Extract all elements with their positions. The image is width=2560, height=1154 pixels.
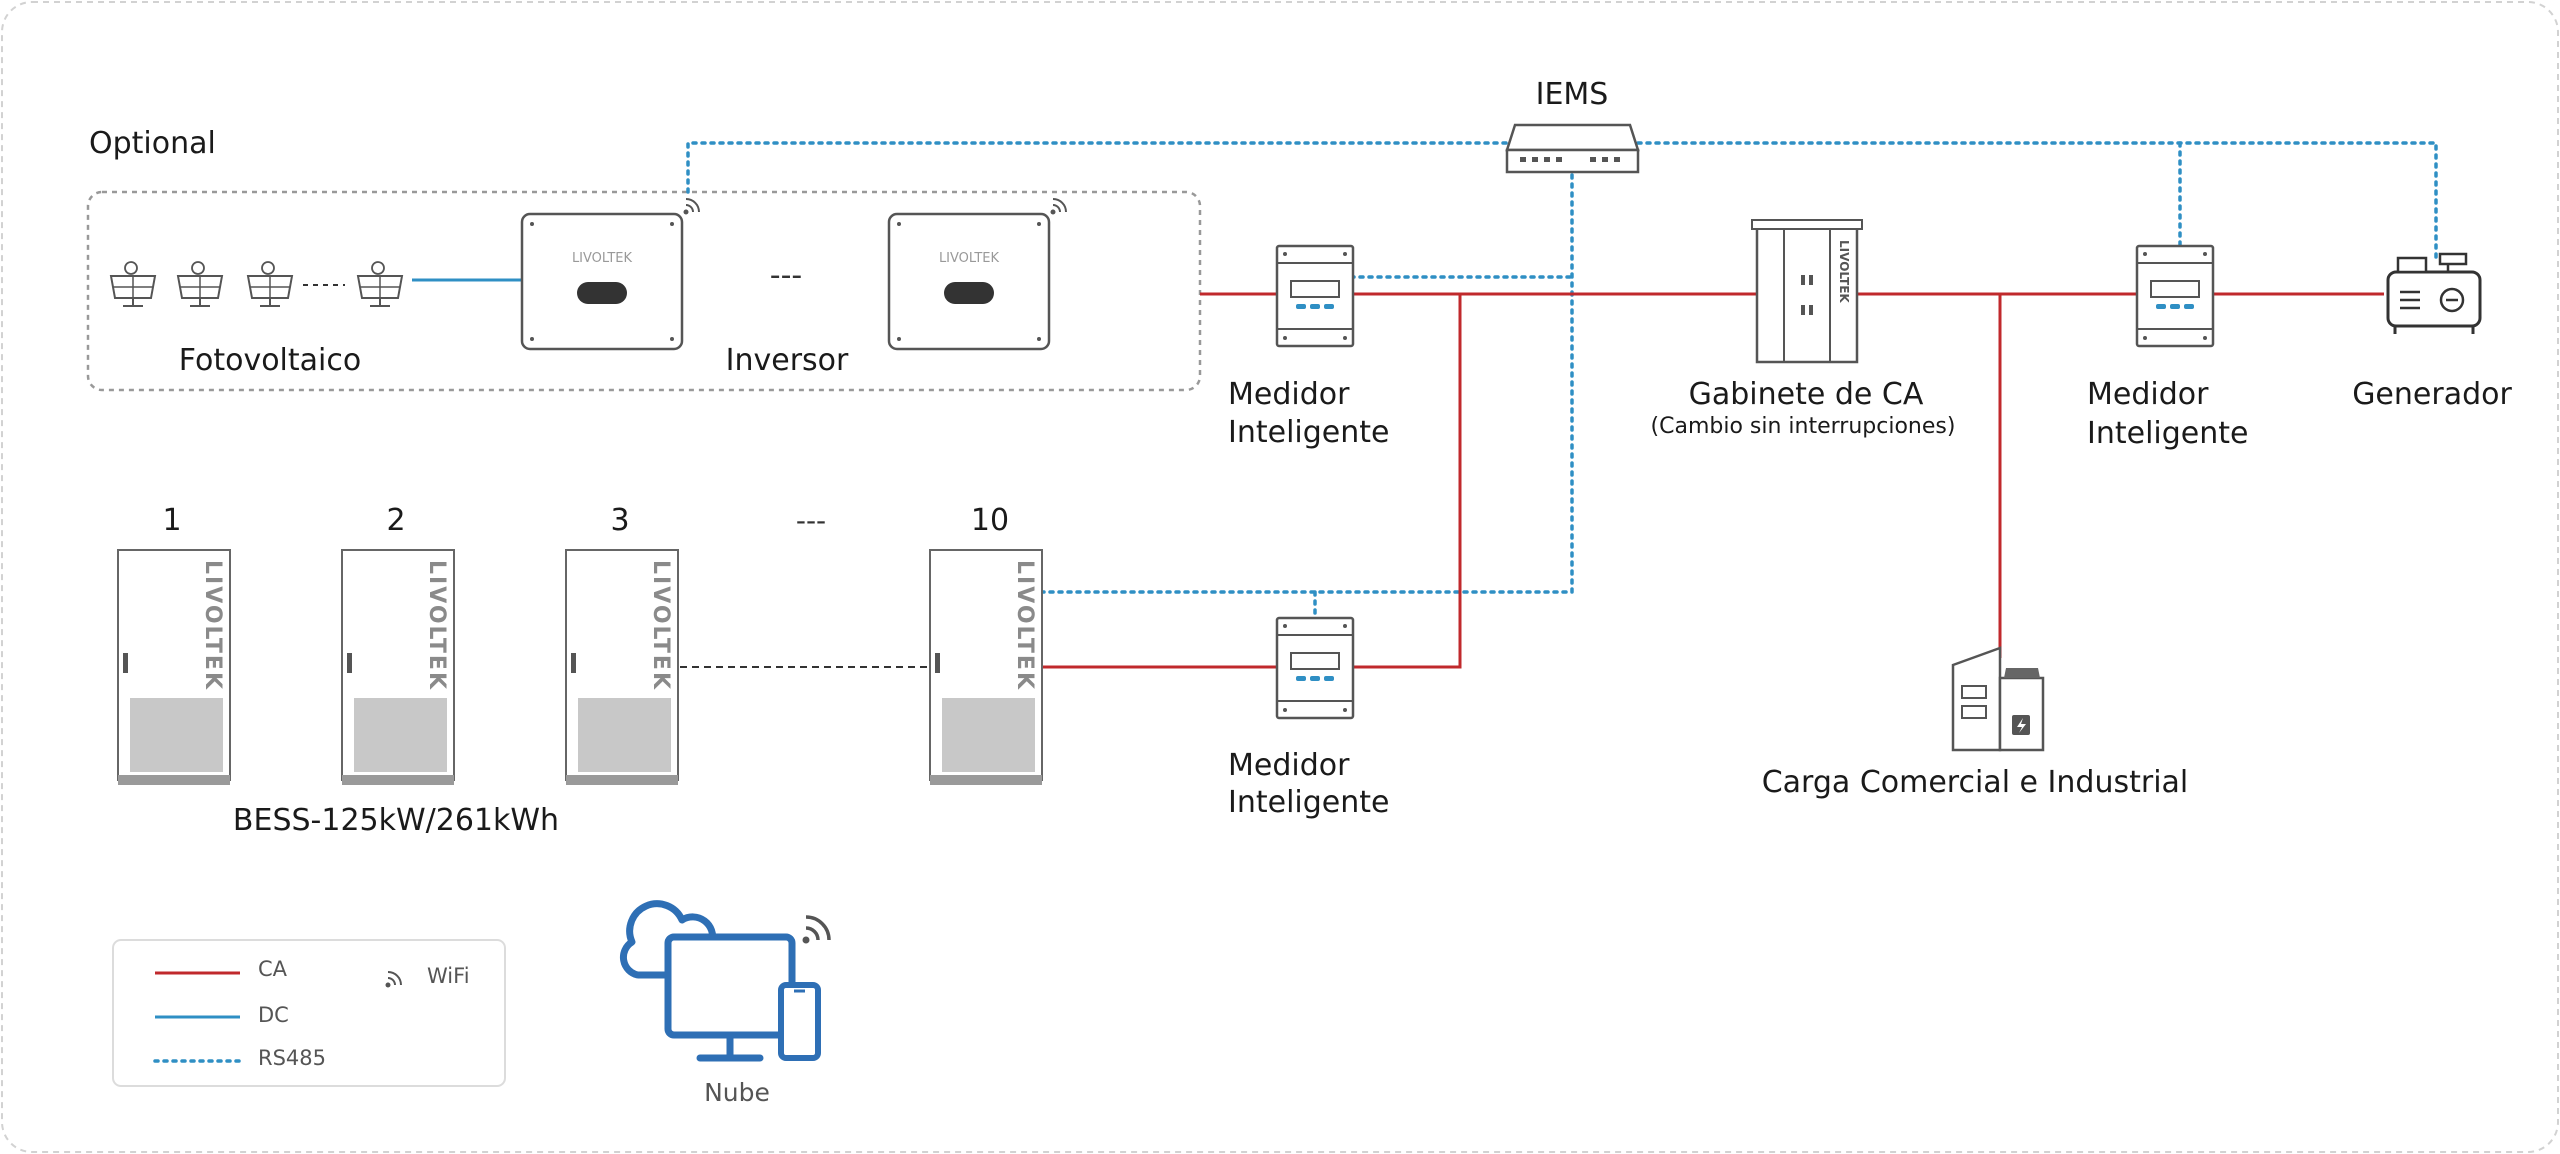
bess-unit-number: 1 bbox=[162, 503, 181, 538]
cabinet-label-1: Gabinete de CA bbox=[1689, 377, 1924, 412]
pv-panels-icon bbox=[110, 261, 403, 307]
inverter-label: Inversor bbox=[726, 343, 849, 378]
cabinet-label-2: (Cambio sin interrupciones) bbox=[1651, 414, 1956, 439]
bess-unit-2: LIVOLTEK 2 bbox=[341, 503, 455, 786]
legend-wifi-label: WiFi bbox=[427, 964, 470, 988]
meter-right-label-2: Inteligente bbox=[2087, 416, 2248, 451]
load-label: Carga Comercial e Industrial bbox=[1762, 765, 2189, 800]
optional-label: Optional bbox=[89, 126, 216, 161]
rs485-line-top bbox=[686, 141, 2438, 264]
iems-label: IEMS bbox=[1536, 77, 1609, 112]
rs485-line-iems-down bbox=[1038, 173, 1574, 594]
cloud-label: Nube bbox=[704, 1078, 770, 1107]
generator-icon bbox=[2386, 252, 2482, 334]
legend-dc-label: DC bbox=[258, 1003, 289, 1027]
svg-text:LIVOLTEK: LIVOLTEK bbox=[200, 560, 225, 691]
cloud-computer-icon bbox=[620, 900, 831, 1062]
meter-top-label-2: Inteligente bbox=[1228, 415, 1389, 450]
legend-ca-label: CA bbox=[258, 957, 288, 981]
bess-unit-number: 2 bbox=[386, 503, 405, 538]
meter-bottom-label-1: Medidor bbox=[1228, 748, 1350, 783]
bess-unit-number: 10 bbox=[971, 503, 1009, 538]
generator-label: Generador bbox=[2352, 377, 2512, 412]
svg-text:LIVOLTEK: LIVOLTEK bbox=[1837, 240, 1851, 303]
commercial-load-icon bbox=[1951, 646, 2045, 752]
bess-unit-1: LIVOLTEK 1 bbox=[117, 503, 231, 786]
bess-label: BESS-125kW/261kWh bbox=[233, 803, 559, 838]
inverter-1-icon: LIVOLTEK bbox=[520, 198, 700, 351]
smart-meter-top-icon bbox=[1275, 244, 1355, 348]
svg-text:LIVOLTEK: LIVOLTEK bbox=[572, 251, 633, 266]
ac-cabinet-icon: LIVOLTEK bbox=[1751, 219, 1863, 364]
pv-label: Fotovoltaico bbox=[179, 343, 361, 378]
ca-line-meter-bottom bbox=[1354, 294, 1462, 669]
bess-dots: --- bbox=[796, 504, 826, 537]
meter-top-label-1: Medidor bbox=[1228, 377, 1350, 412]
bess-unit-3: LIVOLTEK 3 bbox=[565, 503, 679, 786]
optional-box bbox=[86, 190, 1202, 392]
smart-meter-bottom-icon bbox=[1275, 616, 1355, 720]
smart-meter-right-icon bbox=[2135, 244, 2215, 348]
meter-right-label-1: Medidor bbox=[2087, 377, 2209, 412]
legend-rs485-label: RS485 bbox=[258, 1046, 326, 1070]
svg-text:LIVOLTEK: LIVOLTEK bbox=[1012, 560, 1037, 691]
meter-bottom-label-2: Inteligente bbox=[1228, 785, 1389, 820]
svg-text:LIVOLTEK: LIVOLTEK bbox=[424, 560, 449, 691]
inverter-dots: --- bbox=[770, 258, 802, 293]
inverter-2-icon: LIVOLTEK bbox=[887, 198, 1067, 351]
legend: CA DC RS485 WiFi bbox=[112, 939, 506, 1087]
bess-unit-number: 3 bbox=[610, 503, 629, 538]
iems-device bbox=[1505, 123, 1640, 174]
svg-text:LIVOLTEK: LIVOLTEK bbox=[648, 560, 673, 691]
svg-text:LIVOLTEK: LIVOLTEK bbox=[939, 251, 1000, 266]
